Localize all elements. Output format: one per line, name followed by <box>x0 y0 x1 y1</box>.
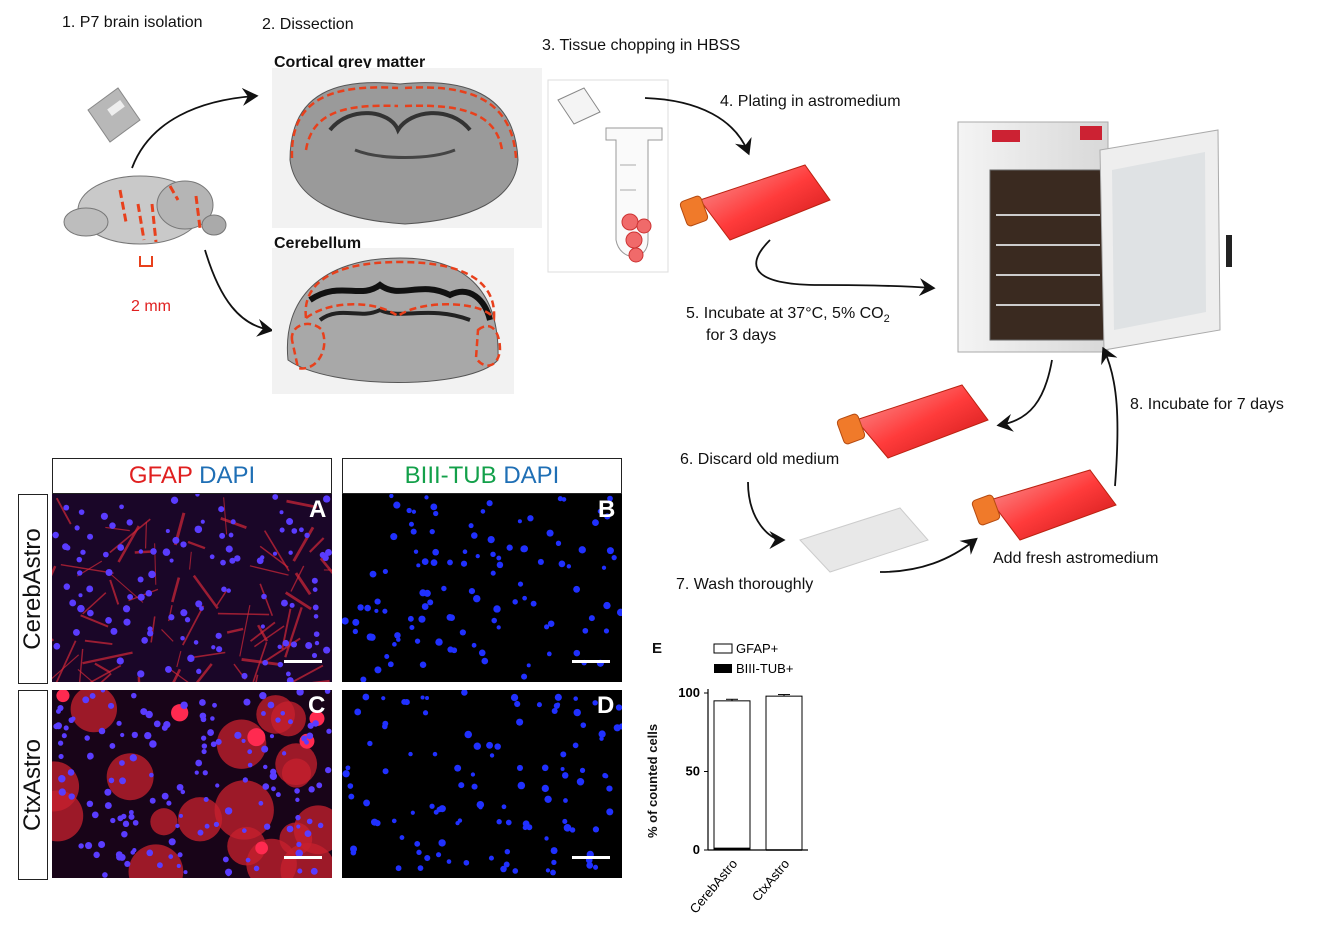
legend-label-gfap: GFAP+ <box>736 641 778 656</box>
row-label-cereb: CerebAstro <box>18 494 48 684</box>
razor-blade-icon <box>87 87 141 143</box>
panel-letter-b: B <box>598 496 616 523</box>
measure-label: 2 mm <box>131 298 171 315</box>
measure-bracket <box>139 256 153 267</box>
step-4-label: 4. Plating in astromedium <box>720 93 901 110</box>
co2-subscript: 2 <box>883 313 890 326</box>
chart-panel-letter: E <box>652 640 663 657</box>
chart-bar-gfap-0 <box>713 700 751 851</box>
step-2-label: 2. Dissection <box>262 16 354 33</box>
chart-xtick-label-1: CtxAstro <box>749 856 793 904</box>
header-biii-tub: BIII-TUB <box>404 462 497 489</box>
arrow-to-cortex <box>131 87 259 169</box>
chart-ytick-label-1: 50 <box>686 764 700 779</box>
flask-icon-empty <box>799 507 929 573</box>
step-5-line1: 5. Incubate at 37°C, 5% CO <box>686 305 884 322</box>
legend-swatch-gfap <box>713 643 733 654</box>
chart-bar-biii-1 <box>766 849 802 851</box>
incubator-icon <box>957 121 1232 353</box>
step-5-label: 5. Incubate at 37°C, 5% CO2 <box>686 305 890 325</box>
header-biii-dapi: BIII-TUB DAPI <box>342 458 622 494</box>
legend-label-biii: BIII-TUB+ <box>736 661 793 676</box>
step-5-line2: for 3 days <box>706 327 777 344</box>
arrow-to-incubator <box>755 239 936 297</box>
step-1-label: 1. P7 brain isolation <box>62 14 203 31</box>
cerebellum-section-image <box>272 248 514 394</box>
step-3-label: 3. Tissue chopping in HBSS <box>542 37 741 54</box>
arrow-to-flask <box>644 97 752 156</box>
arrow-to-wash <box>747 481 786 549</box>
scale-bar-d <box>572 856 610 859</box>
row-label-cereb-text: CerebAstro <box>19 528 46 650</box>
step-7-label: 7. Wash thoroughly <box>676 576 814 593</box>
mouse-brain-icon <box>63 175 227 245</box>
arrow-back-to-incubator <box>1101 346 1119 487</box>
flask-icon-2 <box>836 384 989 459</box>
scale-bar-a <box>284 660 322 663</box>
legend-swatch-biii <box>714 664 732 673</box>
tube-illustration <box>547 79 669 273</box>
cortex-section-image <box>272 68 542 228</box>
arrow-to-flask-2 <box>996 359 1053 432</box>
scale-bar-b <box>572 660 610 663</box>
header-dapi-right: DAPI <box>503 462 560 489</box>
flask-icon-1 <box>679 164 831 241</box>
cerebellum-label: Cerebellum <box>274 235 362 252</box>
flask-icon-3 <box>971 469 1117 541</box>
arrow-to-fresh-flask <box>879 537 978 573</box>
cortical-label: Cortical grey matter <box>274 54 426 71</box>
micrograph-a <box>52 494 332 682</box>
step-8-label: 8. Incubate for 7 days <box>1130 396 1284 413</box>
header-gfap-dapi: GFAP DAPI <box>52 458 332 494</box>
panel-letter-d: D <box>597 692 615 719</box>
workflow-illustration <box>63 68 1232 573</box>
chart-ylabel: % of counted cells <box>645 723 660 838</box>
chart-bar-gfap-1 <box>765 695 803 851</box>
micrograph-b <box>342 494 622 682</box>
row-label-ctx: CtxAstro <box>18 690 48 880</box>
scale-bar-c <box>284 856 322 859</box>
header-gfap: GFAP <box>128 462 193 489</box>
micrograph-d <box>342 690 622 878</box>
micrograph-c <box>52 690 332 878</box>
panel-letter-c: C <box>308 692 326 719</box>
chart-xtick-label-0: CerebAstro <box>687 856 741 916</box>
add-fresh-label: Add fresh astromedium <box>993 550 1159 567</box>
header-dapi-left: DAPI <box>199 462 256 489</box>
arrow-to-cerebellum <box>204 249 274 337</box>
step-6-label: 6. Discard old medium <box>680 451 840 468</box>
chart-bar-biii-0 <box>714 847 750 850</box>
row-label-ctx-text: CtxAstro <box>19 738 46 832</box>
chart-ytick-label-0: 0 <box>693 842 700 857</box>
chart-ytick-label-2: 100 <box>678 685 700 700</box>
panel-letter-a: A <box>309 496 327 523</box>
